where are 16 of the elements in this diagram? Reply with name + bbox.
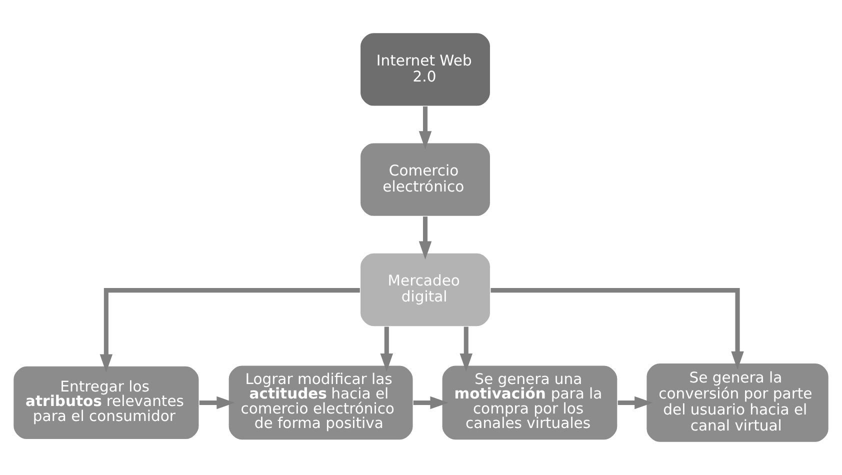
node-box: Lograr modificar las actitudes hacia el comercio electrónico de forma positiva: [228, 364, 414, 441]
arrow: [100, 288, 360, 372]
node-box: Internet Web 2.0: [359, 32, 492, 107]
arrow: [460, 326, 473, 372]
node-box: Se genera la conversión por parte del usuario hacia el canal virtual: [646, 362, 830, 444]
arrow: [380, 326, 394, 372]
arrow: [413, 396, 448, 410]
arrow: [199, 396, 235, 410]
arrow: [490, 288, 744, 370]
node-box: Se genera una motivación para la compra por los canales virtuales: [441, 364, 618, 441]
arrow: [618, 396, 653, 410]
arrow: [418, 106, 432, 150]
arrow: [418, 216, 432, 260]
node-box: Comercio electrónico: [359, 142, 492, 218]
node-box: Mercadeo digital: [359, 252, 492, 328]
node-box: Entregar los atributos relevantes para el consumidor: [12, 365, 200, 440]
